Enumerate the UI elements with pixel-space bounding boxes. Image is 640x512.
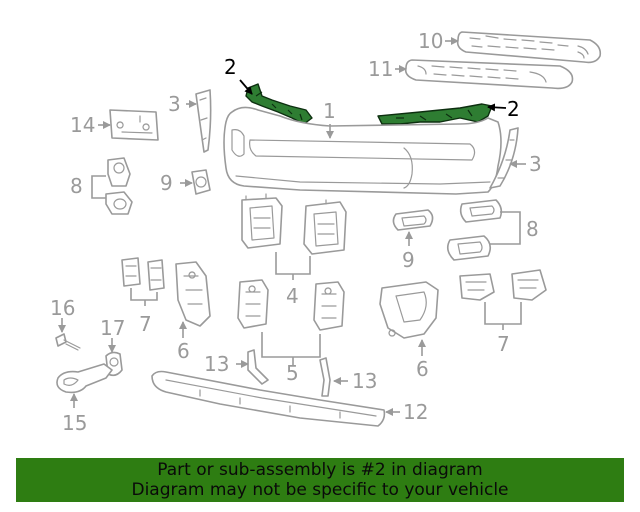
leader-4	[275, 252, 311, 280]
info-banner: Part or sub-assembly is #2 in diagram Di…	[16, 458, 624, 502]
part-1-front-bumper[interactable]	[223, 106, 502, 195]
callout-4: 4	[286, 284, 299, 308]
part-5-bracket-right[interactable]	[313, 281, 345, 331]
callout-14: 14	[70, 113, 95, 137]
part-2-bracket-left-highlighted[interactable]	[245, 83, 313, 125]
callout-13-right: 13	[352, 369, 377, 393]
part-5-bracket-left[interactable]	[237, 279, 269, 329]
part-15-tow-hook[interactable]	[56, 363, 113, 394]
callout-9-right: 9	[402, 248, 415, 272]
part-2-bracket-right-highlighted[interactable]	[377, 103, 493, 125]
leader-7-right	[484, 302, 522, 330]
callout-7-left: 7	[139, 312, 152, 336]
parts-diagram: 10 11 2 2 1 3 3 14	[50, 29, 602, 435]
part-9-sensor-left[interactable]	[191, 169, 211, 195]
callout-1: 1	[323, 99, 336, 123]
callout-6-left: 6	[177, 339, 190, 363]
part-10-grille-insert-upper[interactable]	[456, 31, 602, 64]
callout-2-right: 2	[507, 97, 520, 121]
leader-2-right	[487, 103, 507, 112]
callout-11: 11	[368, 57, 393, 81]
part-6-mount-bracket-left[interactable]	[175, 261, 211, 327]
leader-8-right	[490, 211, 521, 245]
leader-2-left	[239, 79, 253, 95]
part-12-air-dam[interactable]	[151, 370, 386, 427]
callout-2-left: 2	[224, 55, 237, 79]
callout-9-left: 9	[160, 171, 173, 195]
callout-16: 16	[50, 296, 75, 320]
part-4-reinforcement-left[interactable]	[241, 193, 283, 249]
callout-8-right: 8	[526, 217, 539, 241]
part-8-sensor-bracket-left[interactable]	[105, 157, 133, 215]
leader-5	[261, 332, 321, 365]
part-8-sensor-bracket-right[interactable]	[446, 199, 503, 261]
callout-3-right: 3	[529, 152, 542, 176]
callout-3-left: 3	[168, 92, 181, 116]
callout-15: 15	[62, 411, 87, 435]
part-7-bracket-left[interactable]	[121, 257, 165, 291]
part-6-mount-bracket-right[interactable]	[379, 281, 439, 339]
banner-line-1: Part or sub-assembly is #2 in diagram	[157, 460, 483, 480]
part-3-end-cap-left[interactable]	[195, 89, 212, 153]
callout-17: 17	[100, 316, 125, 340]
callout-12: 12	[403, 400, 428, 424]
callout-10: 10	[418, 29, 443, 53]
callout-13-left: 13	[204, 352, 229, 376]
part-13-brace-left[interactable]	[247, 349, 269, 385]
callout-7-right: 7	[497, 332, 510, 356]
part-16-bolt[interactable]	[55, 333, 81, 351]
part-4-reinforcement-right[interactable]	[303, 199, 347, 255]
leader-8-left	[91, 175, 106, 199]
leader-7-left	[130, 288, 158, 306]
part-11-grille-insert-lower[interactable]	[404, 59, 574, 90]
part-9-sensor-right[interactable]	[392, 209, 434, 231]
banner-line-2: Diagram may not be specific to your vehi…	[131, 480, 509, 500]
part-14-license-bracket[interactable]	[109, 109, 159, 141]
callout-5: 5	[286, 361, 299, 385]
part-7-bracket-right[interactable]	[459, 269, 547, 301]
part-13-brace-right[interactable]	[319, 357, 331, 397]
callout-8-left: 8	[70, 174, 83, 198]
callout-6-right: 6	[416, 357, 429, 381]
